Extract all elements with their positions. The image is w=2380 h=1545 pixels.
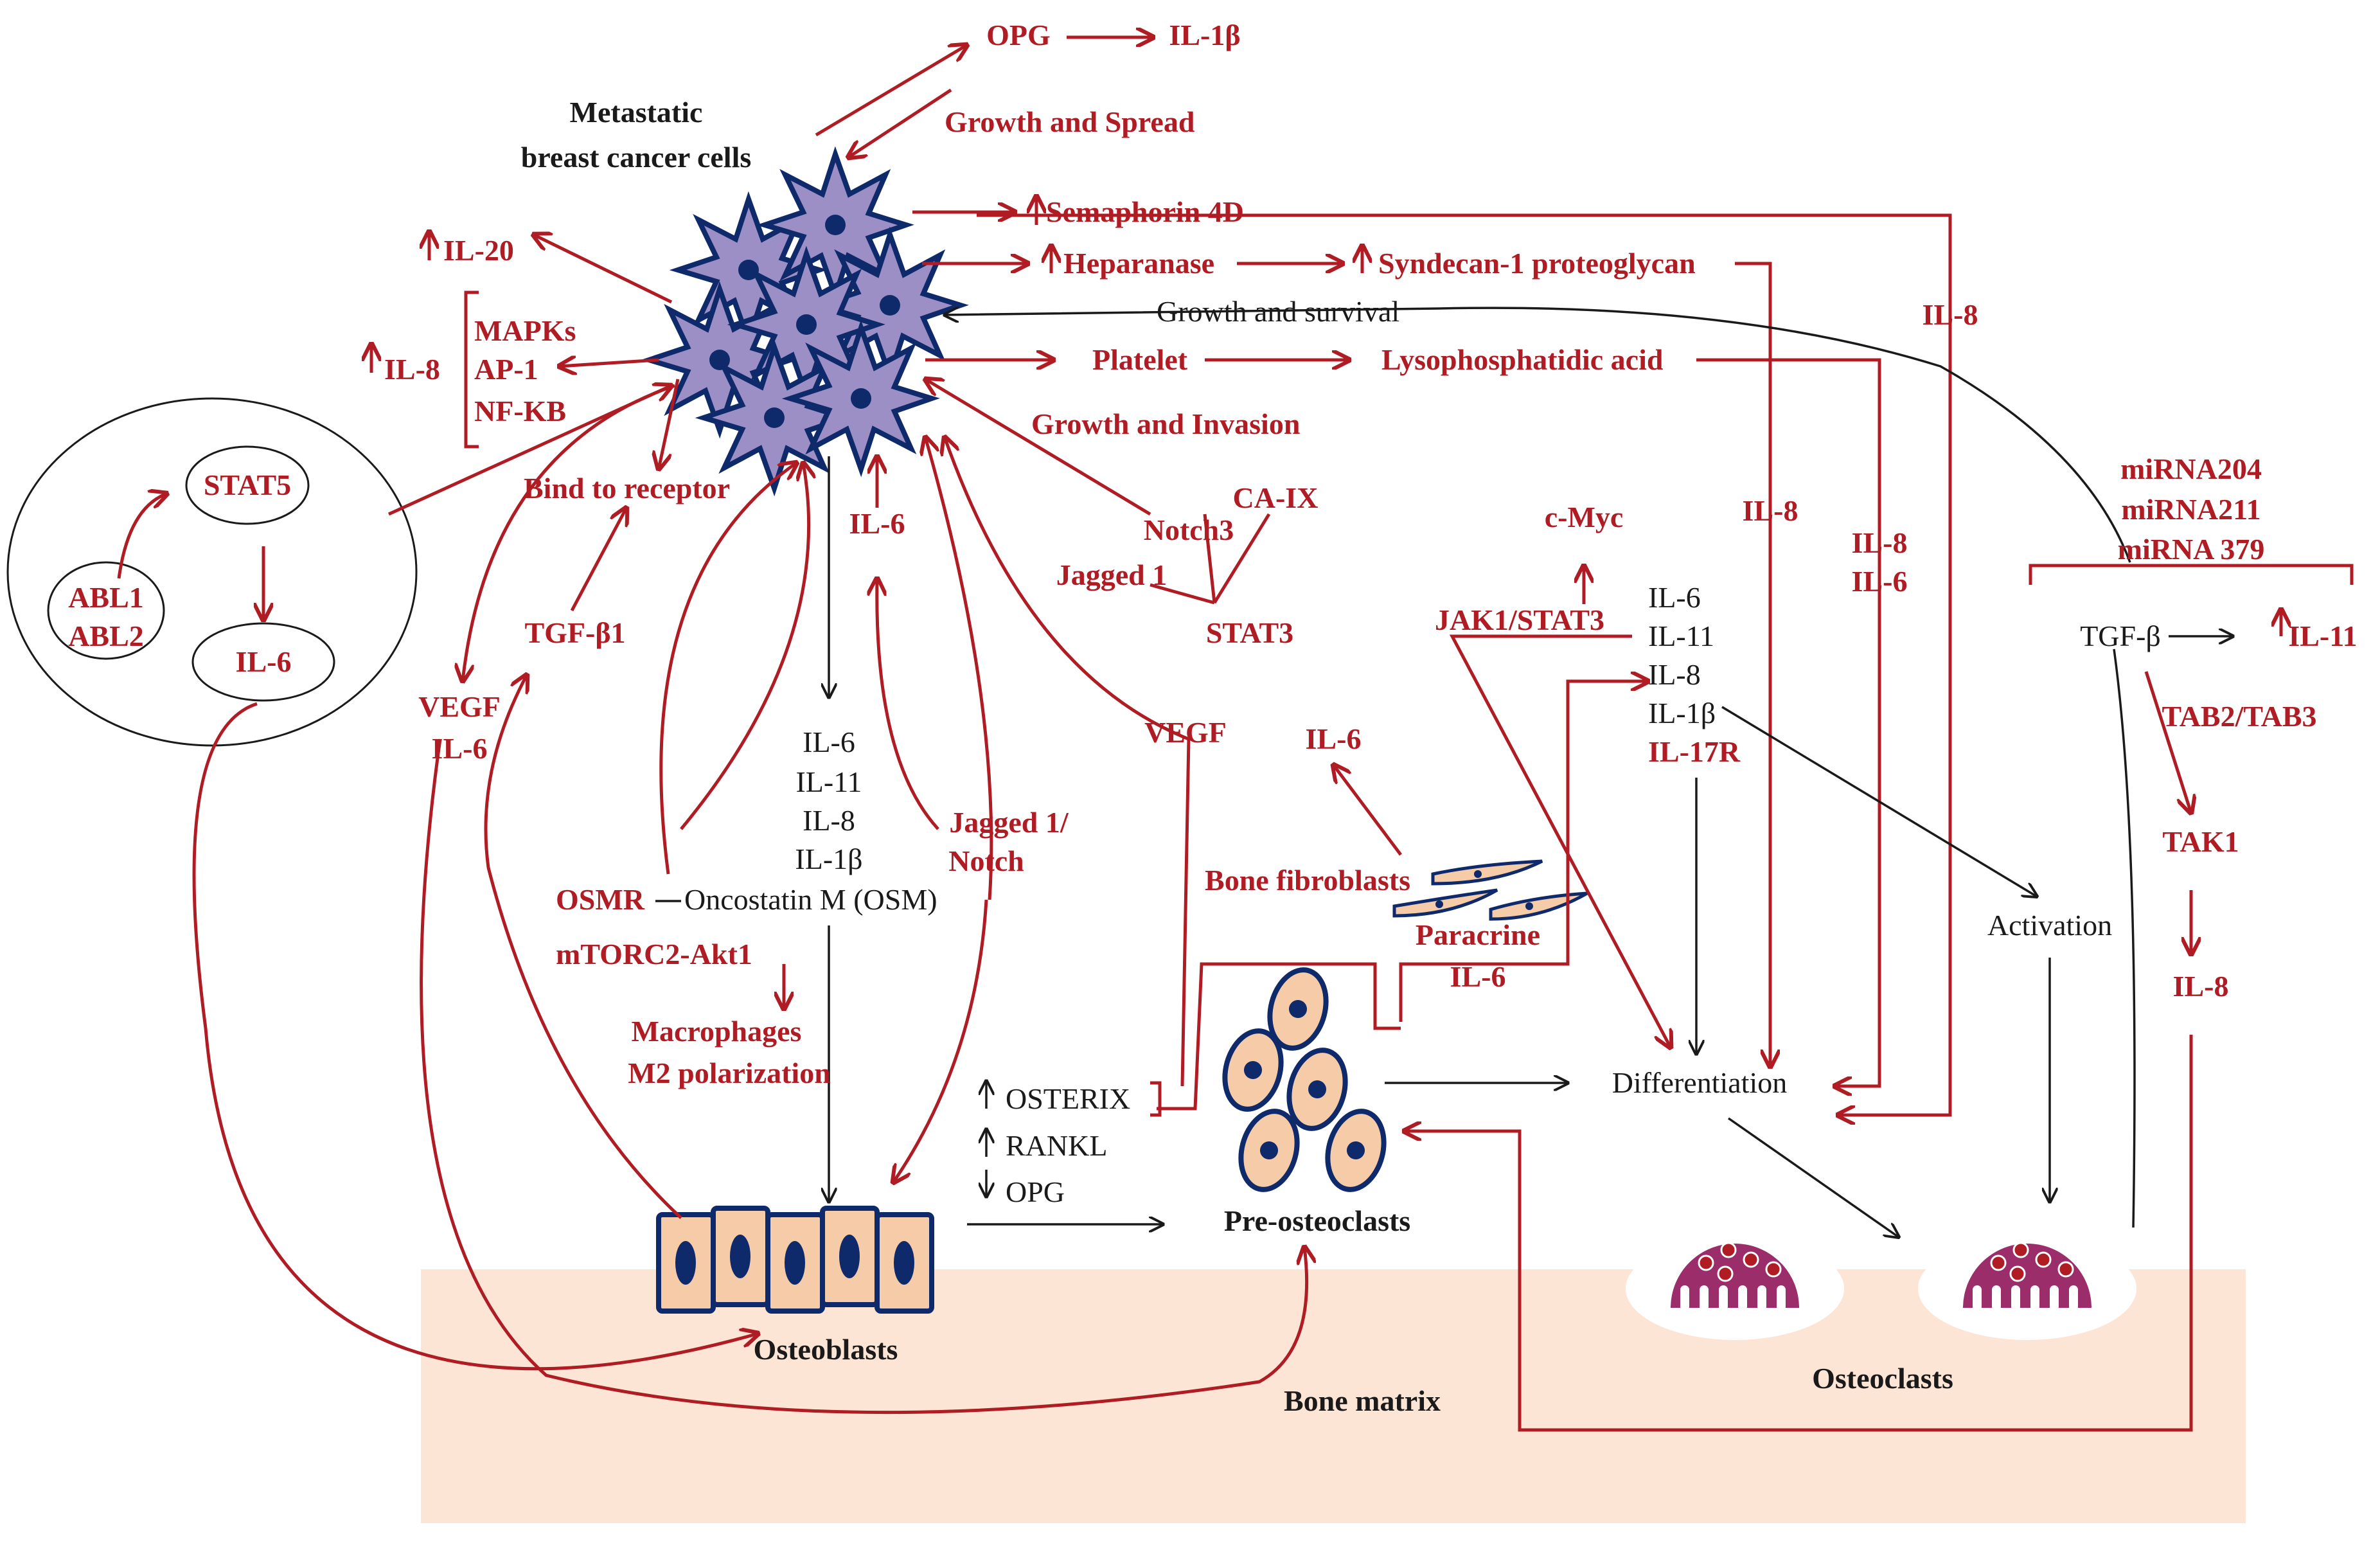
rc-il1b: IL-1β bbox=[1648, 697, 1716, 729]
paracrine-il6: IL-6 bbox=[1450, 960, 1506, 993]
growth-invasion: Growth and Invasion bbox=[1031, 407, 1300, 440]
mtorc2: mTORC2-Akt1 bbox=[556, 938, 752, 970]
rc-il8: IL-8 bbox=[1648, 658, 1701, 691]
jagged1: Jagged 1 bbox=[1056, 558, 1168, 591]
il6-left: IL-6 bbox=[432, 732, 488, 765]
activation: Activation bbox=[1987, 909, 2112, 942]
opg-low: OPG bbox=[1006, 1175, 1065, 1208]
cyt-il6: IL-6 bbox=[803, 726, 855, 758]
nfkb: NF-KB bbox=[474, 395, 566, 427]
rc-il6: IL-6 bbox=[1648, 581, 1701, 614]
labels: Metastatic breast cancer cells OPG IL-1β… bbox=[68, 19, 2357, 1417]
il8-c: IL-8 bbox=[1852, 526, 1908, 559]
jak1: JAK1/STAT3 bbox=[1435, 603, 1604, 636]
macrophages: Macrophages bbox=[632, 1015, 802, 1048]
abl2: ABL2 bbox=[68, 620, 144, 652]
paracrine: Paracrine bbox=[1416, 918, 1540, 951]
m2: M2 polarization bbox=[628, 1057, 831, 1089]
jagged-notch-2: Notch bbox=[948, 844, 1024, 877]
bone-fibroblasts bbox=[1392, 859, 1588, 921]
black-arrows bbox=[655, 307, 2233, 1237]
rc-il11: IL-11 bbox=[1648, 620, 1714, 652]
osteoclast-left bbox=[1626, 1237, 1844, 1340]
mapks: MAPKs bbox=[474, 314, 576, 347]
pre-osteoclasts: Pre-osteoclasts bbox=[1224, 1204, 1410, 1237]
osteoblast-row bbox=[656, 1206, 934, 1314]
tab: TAB2/TAB3 bbox=[2162, 700, 2316, 733]
tak1: TAK1 bbox=[2162, 825, 2239, 858]
il8-right: IL-8 bbox=[2173, 970, 2229, 1003]
bind-receptor: Bind to receptor bbox=[524, 472, 730, 505]
osterix-bracket bbox=[1150, 1081, 1162, 1117]
opg-top: OPG bbox=[986, 19, 1051, 51]
il6-mid: IL-6 bbox=[849, 507, 905, 540]
caix: CA-IX bbox=[1233, 481, 1319, 514]
metastatic-title-1: Metastatic bbox=[570, 96, 703, 129]
mirna-bracket bbox=[2029, 564, 2354, 585]
cyt-il11: IL-11 bbox=[795, 765, 862, 798]
heparanase: Heparanase bbox=[1063, 247, 1214, 280]
rankl: RANKL bbox=[1006, 1129, 1107, 1162]
il8-b: IL-8 bbox=[1743, 494, 1798, 527]
osm: Oncostatin M (OSM) bbox=[684, 883, 937, 916]
mapk-bracket bbox=[464, 290, 479, 449]
cmyc: c-Myc bbox=[1545, 501, 1624, 533]
lpa: Lysophosphatidic acid bbox=[1381, 343, 1664, 376]
metastatic-title-2: breast cancer cells bbox=[521, 141, 752, 174]
il6-c: IL-6 bbox=[1852, 565, 1908, 598]
growth-survival: Growth and survival bbox=[1157, 295, 1399, 328]
vegf-mid: VEGF bbox=[1144, 716, 1227, 749]
vegf-left: VEGF bbox=[418, 690, 501, 723]
osteoblasts: Osteoblasts bbox=[754, 1333, 898, 1366]
pre-osteoclast-cluster bbox=[1222, 967, 1387, 1192]
cyt-il1b: IL-1β bbox=[795, 843, 862, 875]
il8-a: IL-8 bbox=[1923, 298, 1978, 331]
osteoclast-right bbox=[1918, 1237, 2136, 1340]
il1b-top: IL-1β bbox=[1169, 19, 1240, 51]
il6-oval: IL-6 bbox=[236, 645, 292, 678]
il6-stat3: IL-6 bbox=[1306, 722, 1362, 755]
ap1: AP-1 bbox=[474, 353, 538, 386]
syndecan: Syndecan-1 proteoglycan bbox=[1378, 247, 1696, 280]
mir211: miRNA211 bbox=[2121, 493, 2260, 526]
red-arrows bbox=[117, 37, 2191, 1432]
bone-matrix-label: Bone matrix bbox=[1284, 1384, 1441, 1417]
osmr: OSMR bbox=[556, 883, 645, 916]
osterix: OSTERIX bbox=[1006, 1082, 1130, 1115]
il8-left: IL-8 bbox=[384, 353, 440, 386]
bone-fibroblasts: Bone fibroblasts bbox=[1205, 864, 1410, 897]
cancer-cell bbox=[756, 146, 914, 304]
cyt-il8: IL-8 bbox=[803, 804, 855, 837]
abl-stat5-oval bbox=[6, 397, 418, 747]
stat5: STAT5 bbox=[204, 469, 291, 501]
stat3: STAT3 bbox=[1206, 616, 1293, 649]
il20: IL-20 bbox=[443, 234, 514, 267]
tgfb1: TGF-β1 bbox=[524, 616, 625, 649]
semaphorin: Semaphorin 4D bbox=[1046, 195, 1244, 228]
platelet: Platelet bbox=[1092, 343, 1188, 376]
differentiation: Differentiation bbox=[1612, 1066, 1788, 1099]
mir204: miRNA204 bbox=[2120, 452, 2262, 485]
osteoclasts-label: Osteoclasts bbox=[1812, 1362, 1953, 1395]
notch3: Notch3 bbox=[1144, 514, 1234, 546]
tgfb: TGF-β bbox=[2080, 620, 2161, 652]
jagged-notch-1: Jagged 1/ bbox=[949, 806, 1069, 839]
trend-arrows bbox=[371, 196, 2281, 1197]
mir379: miRNA 379 bbox=[2118, 533, 2265, 566]
cancer-cell bbox=[781, 319, 940, 478]
abl1: ABL1 bbox=[68, 581, 144, 614]
growth-spread: Growth and Spread bbox=[945, 105, 1195, 138]
rc-il17r: IL-17R bbox=[1648, 735, 1741, 768]
il11-right: IL-11 bbox=[2288, 620, 2357, 652]
cancer-cell-cluster bbox=[640, 146, 969, 497]
